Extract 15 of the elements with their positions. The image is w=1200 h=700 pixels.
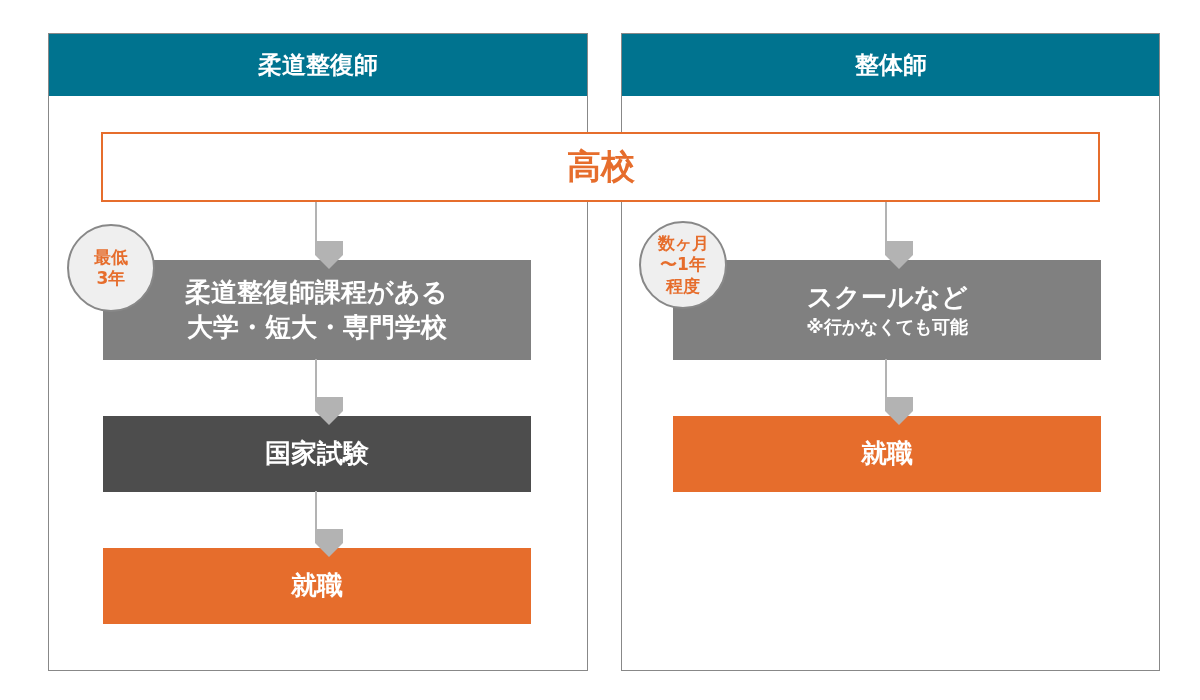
duration-text: 数ヶ月〜1年程度	[657, 233, 709, 297]
stage-box	[101, 132, 1100, 202]
result-box	[103, 548, 531, 624]
box-title: 就職	[861, 437, 913, 471]
result-box	[673, 416, 1101, 492]
box-title: 高校	[566, 145, 635, 189]
box-title: 国家試験	[265, 437, 369, 471]
box-title: 就職	[291, 569, 343, 603]
box-note: ※行かなくても可能	[806, 315, 968, 340]
duration-text: 最低3年	[94, 246, 128, 290]
box-title: 柔道整復師課程がある大学・短大・専門学校	[184, 275, 450, 344]
column-header: 整体師	[622, 34, 1159, 96]
process-box	[103, 416, 531, 492]
column-header: 柔道整復師	[49, 34, 587, 96]
box-title: スクールなど	[806, 281, 968, 315]
